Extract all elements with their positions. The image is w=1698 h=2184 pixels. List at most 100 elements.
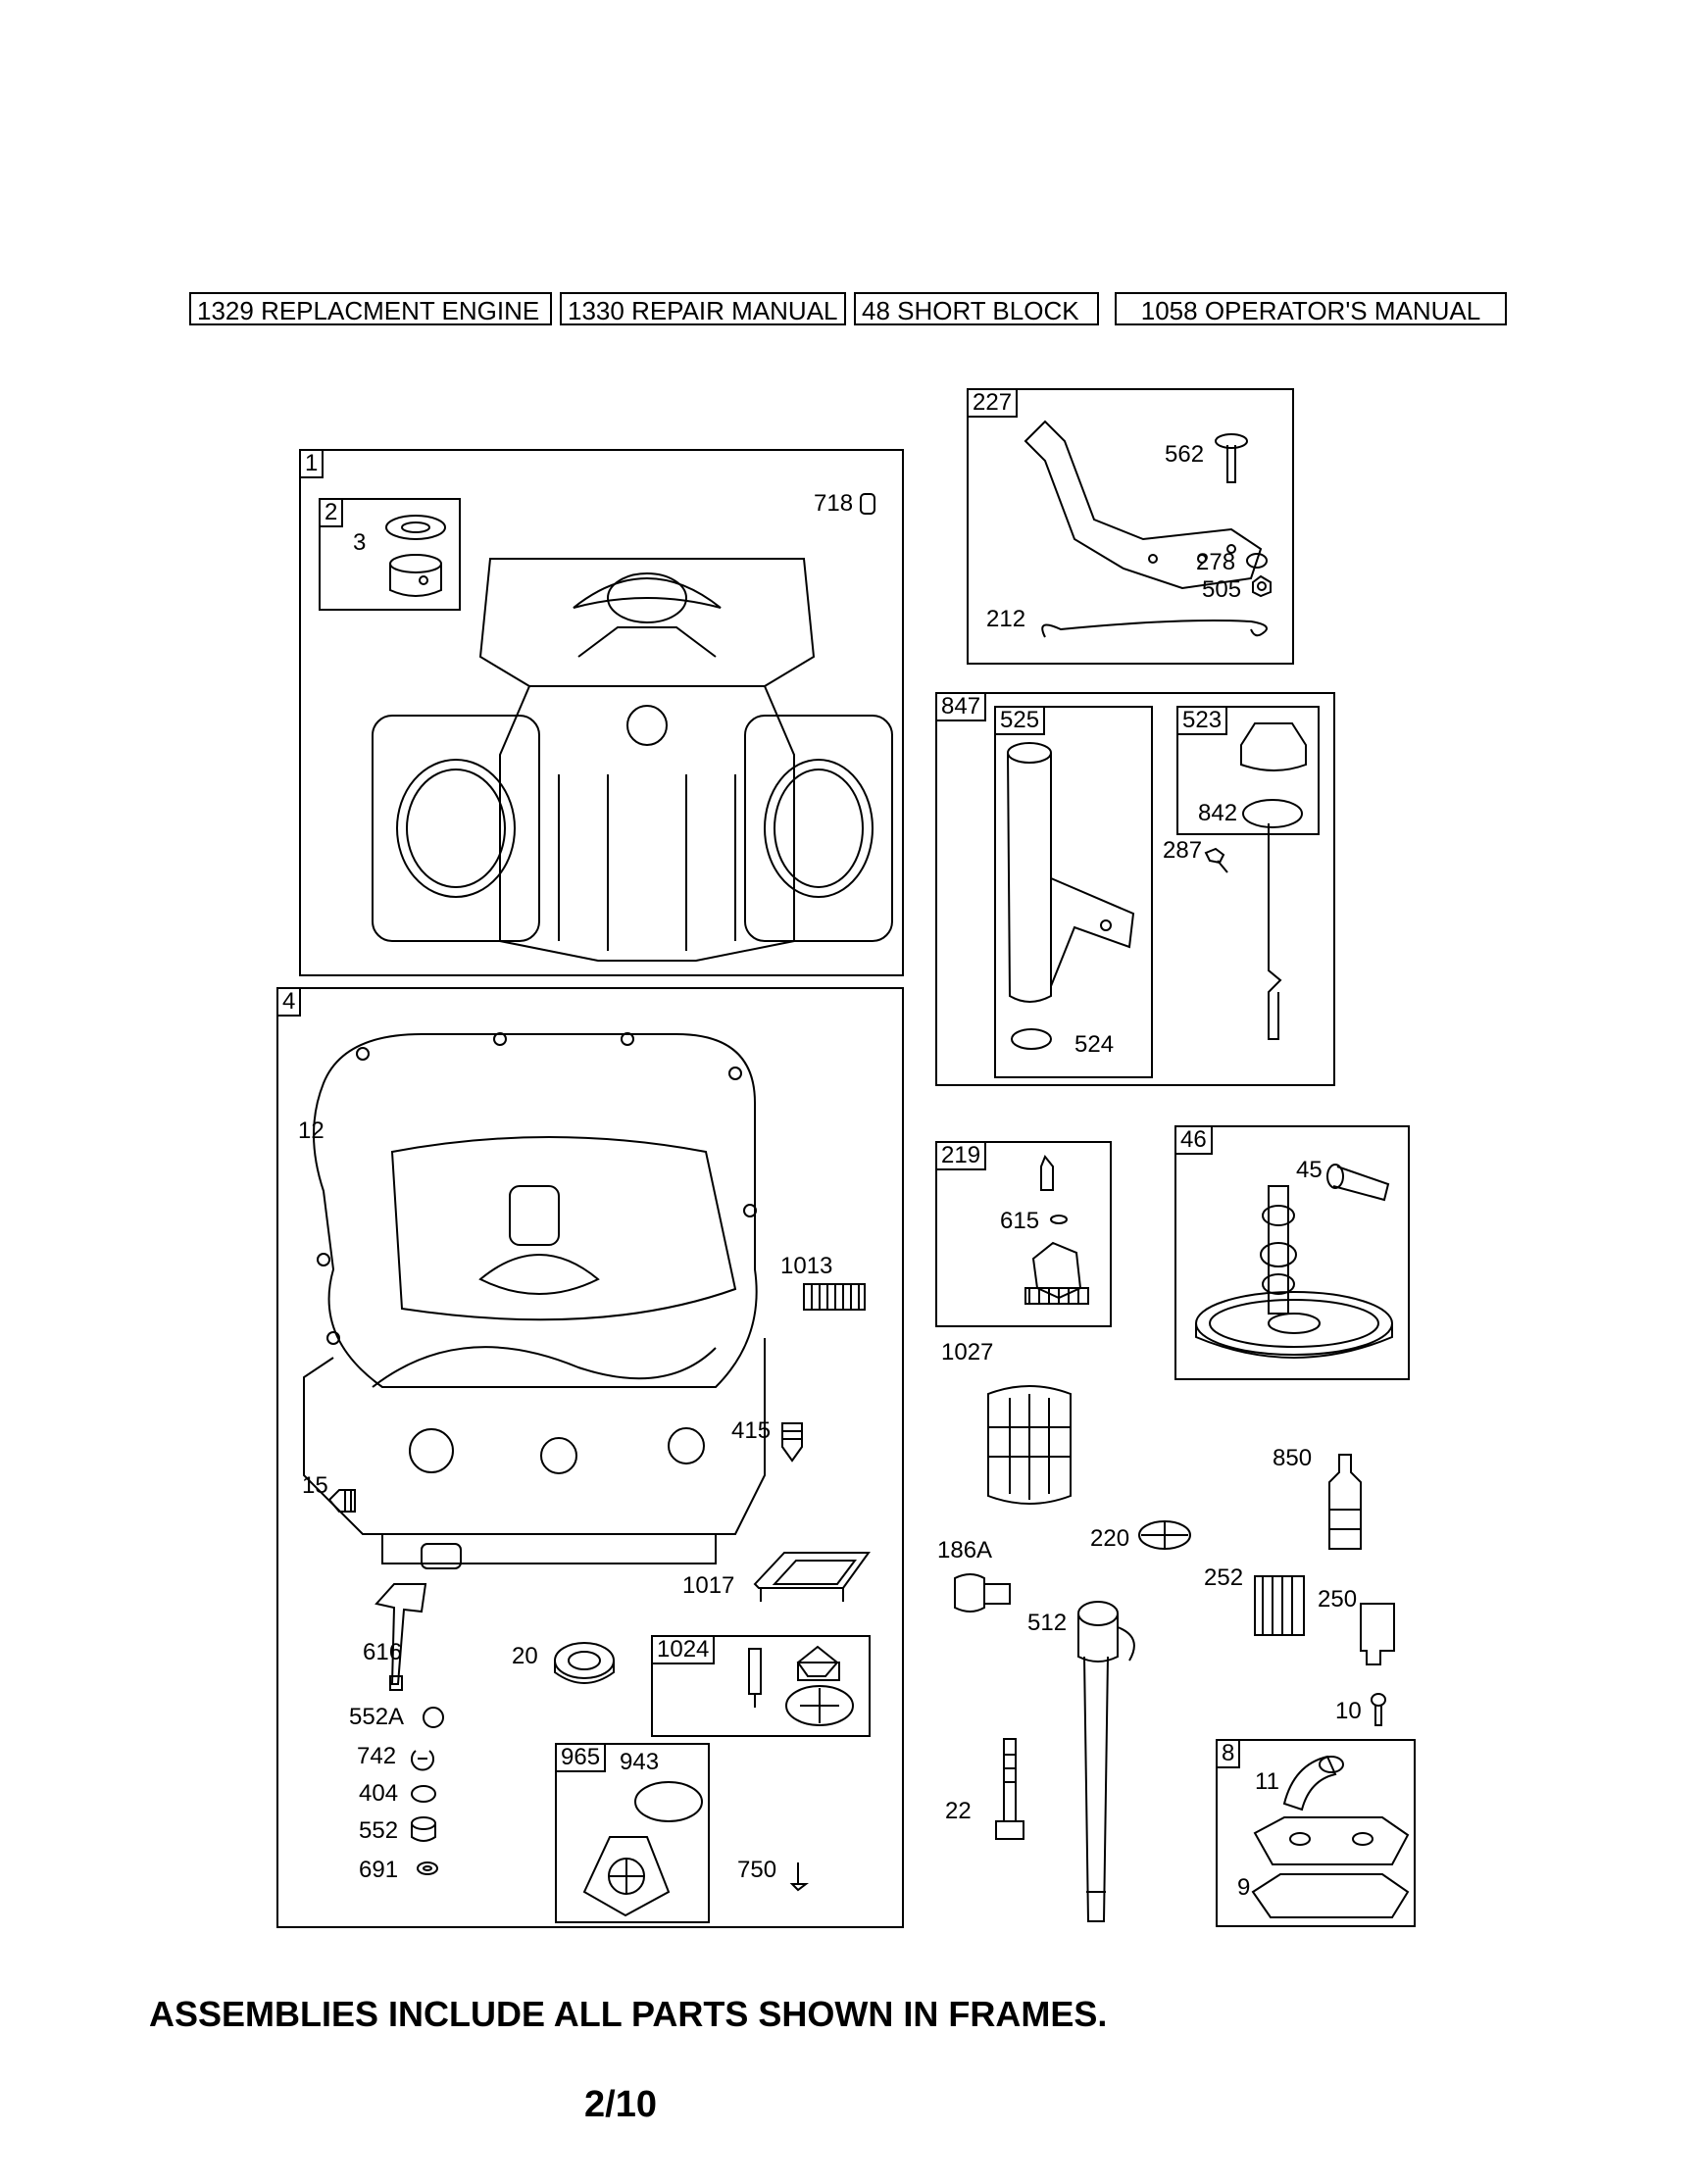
governor-gear-illustration	[1024, 1155, 1089, 1305]
screw-750-illustration	[789, 1862, 809, 1892]
part-label-11: 11	[1255, 1768, 1279, 1795]
seal-piston-illustration	[385, 515, 446, 597]
oil-filter-illustration	[987, 1385, 1072, 1505]
frame-8-breather: 8	[1216, 1739, 1416, 1927]
part-label-287: 287	[1163, 837, 1203, 864]
plug-15-illustration	[327, 1489, 356, 1513]
bolt-562-illustration	[1215, 433, 1248, 483]
part-label-552A: 552A	[349, 1704, 405, 1730]
frame-tag-219: 219	[935, 1141, 987, 1170]
frame-tag-2: 2	[319, 498, 344, 527]
part-label-616: 616	[363, 1639, 403, 1665]
frame-tag-965: 965	[555, 1743, 607, 1772]
plug-415-illustration	[781, 1422, 803, 1463]
frame-tag-525: 525	[994, 706, 1046, 735]
part-label-250: 250	[1318, 1586, 1358, 1613]
oil-seal-illustration	[554, 1642, 615, 1684]
nut-505-illustration	[1252, 574, 1272, 598]
part-label-943: 943	[620, 1749, 660, 1775]
part-label-842: 842	[1198, 800, 1238, 826]
part-label-691: 691	[359, 1857, 399, 1883]
frame-2-piston-seal: 2	[319, 498, 461, 611]
frame-tag-1024: 1024	[651, 1635, 716, 1664]
frame-1-cylinder-block: 1	[299, 449, 904, 976]
part-label-850: 850	[1273, 1445, 1313, 1471]
part-label-9: 9	[1237, 1874, 1251, 1901]
part-label-1017: 1017	[682, 1572, 735, 1599]
part-label-1013: 1013	[780, 1253, 833, 1279]
bracket-250-illustration	[1360, 1603, 1395, 1665]
frame-4-crankcase-cover: 4	[276, 987, 904, 1928]
part-label-15: 15	[302, 1472, 328, 1499]
part-label-615: 615	[1000, 1208, 1040, 1234]
page-number: 2/10	[584, 2084, 657, 2125]
part-label-3: 3	[353, 529, 367, 556]
frame-1024-oil-pump: 1024	[651, 1635, 871, 1737]
part-label-45: 45	[1296, 1157, 1323, 1183]
dowel-pin-illustration	[860, 493, 875, 515]
frame-tag-227: 227	[967, 388, 1019, 418]
frame-tag-8: 8	[1216, 1739, 1241, 1768]
part-label-22: 22	[945, 1798, 972, 1824]
part-label-1027: 1027	[941, 1339, 994, 1365]
short-block-button[interactable]: 48 SHORT BLOCK	[854, 292, 1099, 325]
screw-287-illustration	[1204, 847, 1228, 873]
crankcase-cover-gasket-illustration	[303, 1032, 766, 1569]
clip-220-illustration	[1138, 1520, 1191, 1550]
bushing-552-illustration	[411, 1816, 436, 1842]
bolt-22-illustration	[995, 1738, 1024, 1840]
camshaft-gear-illustration	[1195, 1185, 1393, 1359]
frame-219-governor-gear: 219	[935, 1141, 1112, 1327]
part-label-512: 512	[1027, 1610, 1068, 1636]
oil-fill-tube-illustration	[1077, 1601, 1135, 1922]
frame-847-dipstick-assembly: 847	[935, 692, 1335, 1086]
part-label-562: 562	[1165, 441, 1205, 468]
part-label-186A: 186A	[937, 1537, 993, 1564]
frame-tag-1: 1	[299, 449, 325, 478]
washer-691-illustration	[417, 1861, 438, 1875]
washer-552A-illustration	[423, 1707, 444, 1728]
part-label-718: 718	[814, 490, 854, 517]
frame-tag-46: 46	[1174, 1125, 1213, 1155]
part-label-212: 212	[986, 606, 1026, 632]
frame-tag-523: 523	[1176, 706, 1228, 735]
part-label-278: 278	[1196, 549, 1236, 575]
sealant-tube-illustration	[1328, 1454, 1362, 1550]
frame-tag-847: 847	[935, 692, 987, 721]
fitting-186A-illustration	[954, 1573, 1011, 1613]
part-label-415: 415	[731, 1417, 772, 1444]
frame-965-oil-pickup: 965	[555, 1743, 710, 1923]
frame-tag-4: 4	[276, 987, 302, 1017]
part-label-10: 10	[1335, 1698, 1362, 1724]
dipstick-illustration	[1240, 722, 1307, 1040]
washer-404-illustration	[411, 1785, 436, 1803]
part-label-20: 20	[512, 1643, 538, 1669]
governor-lever-illustration	[1024, 420, 1268, 638]
screen-filter-illustration	[803, 1283, 866, 1311]
cylinder-block-illustration	[372, 558, 893, 962]
dipstick-tube-illustration	[1007, 742, 1135, 1050]
part-label-524: 524	[1074, 1031, 1115, 1058]
part-label-750: 750	[737, 1857, 777, 1883]
pin-45-illustration	[1326, 1164, 1390, 1202]
repair-manual-button[interactable]: 1330 REPAIR MANUAL	[560, 292, 846, 325]
operators-manual-button[interactable]: 1058 OPERATOR'S MANUAL	[1115, 292, 1507, 325]
replacement-engine-button[interactable]: 1329 REPLACMENT ENGINE	[189, 292, 552, 325]
part-label-12: 12	[298, 1117, 325, 1144]
oil-filter-adapter-illustration	[753, 1552, 871, 1602]
breather-illustration	[1251, 1755, 1410, 1918]
oil-pickup-illustration	[582, 1781, 703, 1917]
filter-252-illustration	[1254, 1575, 1305, 1636]
screw-10-illustration	[1371, 1693, 1386, 1726]
e-ring-742-illustration	[411, 1750, 434, 1771]
frame-523-dipstick: 523	[1176, 706, 1320, 835]
assemblies-note: ASSEMBLIES INCLUDE ALL PARTS SHOWN IN FR…	[149, 1994, 1108, 2034]
part-label-252: 252	[1204, 1564, 1244, 1591]
frame-46-camshaft: 46	[1174, 1125, 1410, 1380]
frame-227-governor-lever: 227	[967, 388, 1294, 665]
part-label-552: 552	[359, 1817, 399, 1844]
washer-278-illustration	[1246, 553, 1268, 569]
governor-shaft-illustration	[375, 1583, 427, 1691]
part-label-220: 220	[1090, 1525, 1130, 1552]
part-label-505: 505	[1202, 576, 1242, 603]
